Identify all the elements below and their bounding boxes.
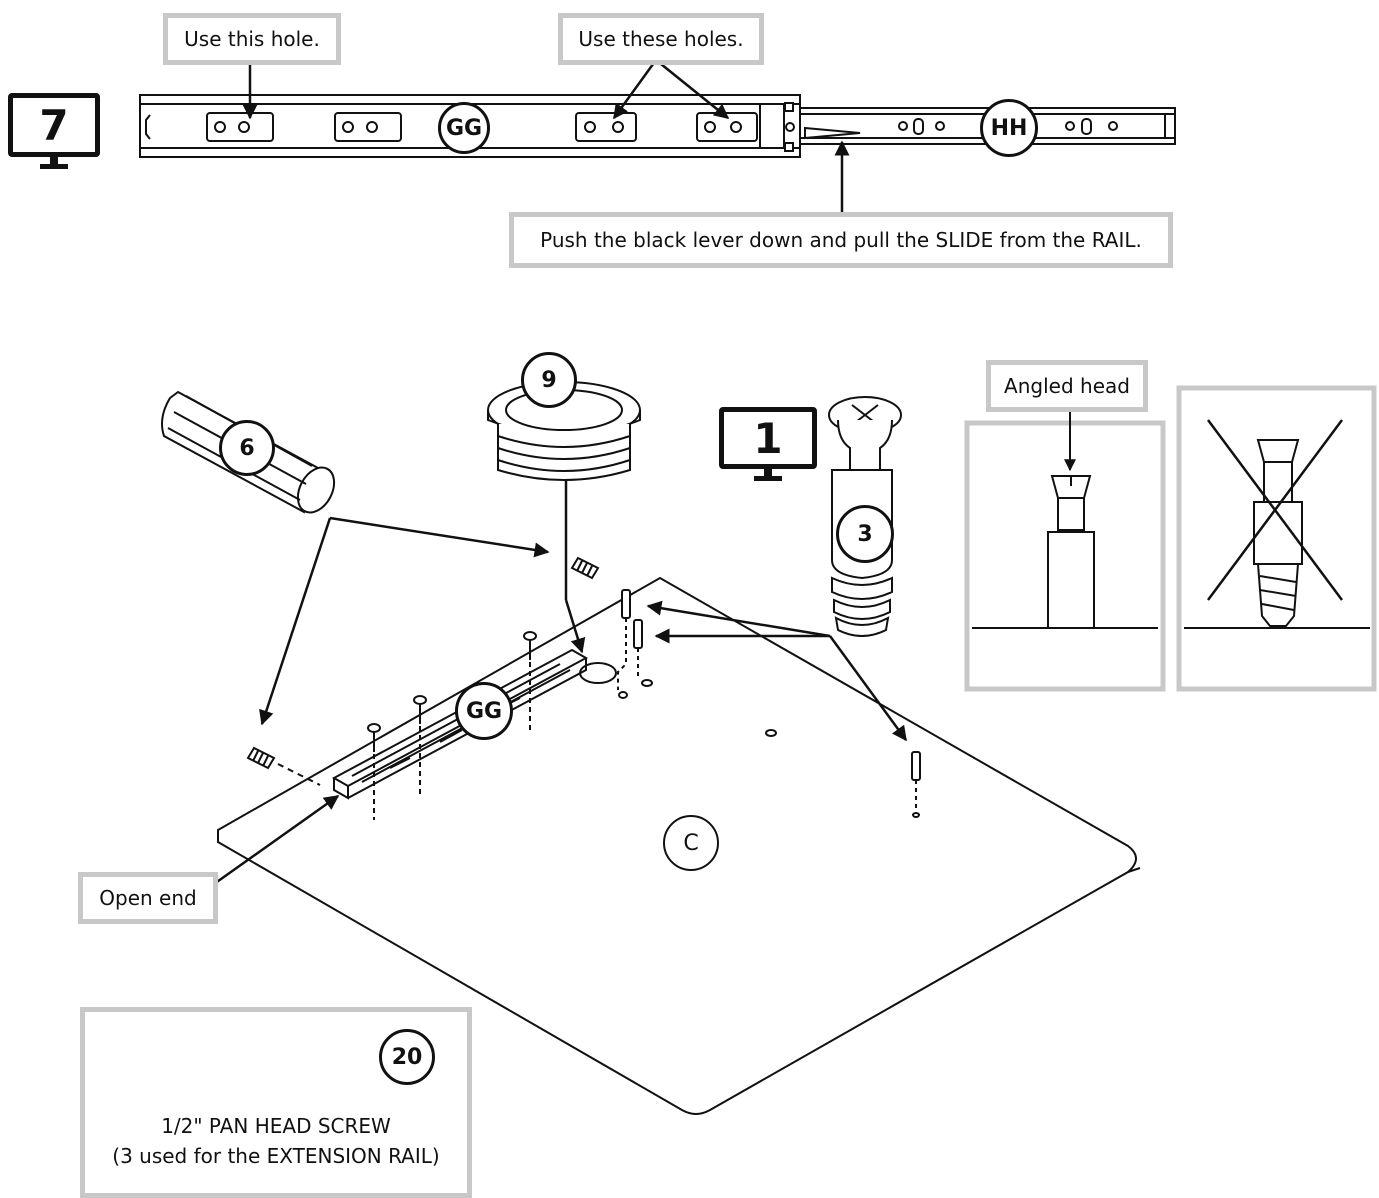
part-tag-gg-top: GG <box>438 102 490 154</box>
part-tag-gg-board: GG <box>455 682 513 740</box>
step-number: 7 <box>8 93 100 157</box>
incorrect-orientation-panel <box>1176 385 1377 692</box>
monitor-stand-icon <box>764 469 772 477</box>
assembly-arrows <box>213 480 908 886</box>
top-callout-leaders <box>242 59 850 212</box>
part-tag-3: 3 <box>836 505 894 563</box>
monitor-base-icon <box>40 164 68 169</box>
correct-orientation-panel <box>964 410 1166 692</box>
monitor-base-icon <box>754 476 782 481</box>
part-tag-6: 6 <box>219 420 275 476</box>
angled-head-callout: Angled head <box>986 360 1148 412</box>
legend-screw-usage: (3 used for the EXTENSION RAIL) <box>112 1144 440 1168</box>
legend-screw-name: 1/2" PAN HEAD SCREW <box>161 1114 391 1138</box>
use-this-hole-callout: Use this hole. <box>163 13 341 65</box>
push-lever-callout: Push the black lever down and pull the S… <box>509 212 1173 268</box>
part-9-grommet <box>487 381 641 481</box>
use-these-holes-callout: Use these holes. <box>558 13 764 65</box>
step-1-indicator: 1 <box>719 407 817 483</box>
part-tag-hh: HH <box>980 99 1038 157</box>
open-end-callout: Open end <box>78 872 218 924</box>
step-number: 1 <box>719 407 817 469</box>
step-7-indicator: 7 <box>8 93 100 171</box>
rail-screws <box>367 631 537 820</box>
monitor-stand-icon <box>50 157 58 165</box>
board-label-c: C <box>663 815 719 871</box>
hardware-legend: 20 1/2" PAN HEAD SCREW (3 used for the E… <box>80 1007 472 1198</box>
part-tag-9: 9 <box>521 352 577 408</box>
part-tag-20: 20 <box>379 1029 435 1085</box>
cam-bolts <box>617 589 921 818</box>
dowels <box>246 556 600 786</box>
